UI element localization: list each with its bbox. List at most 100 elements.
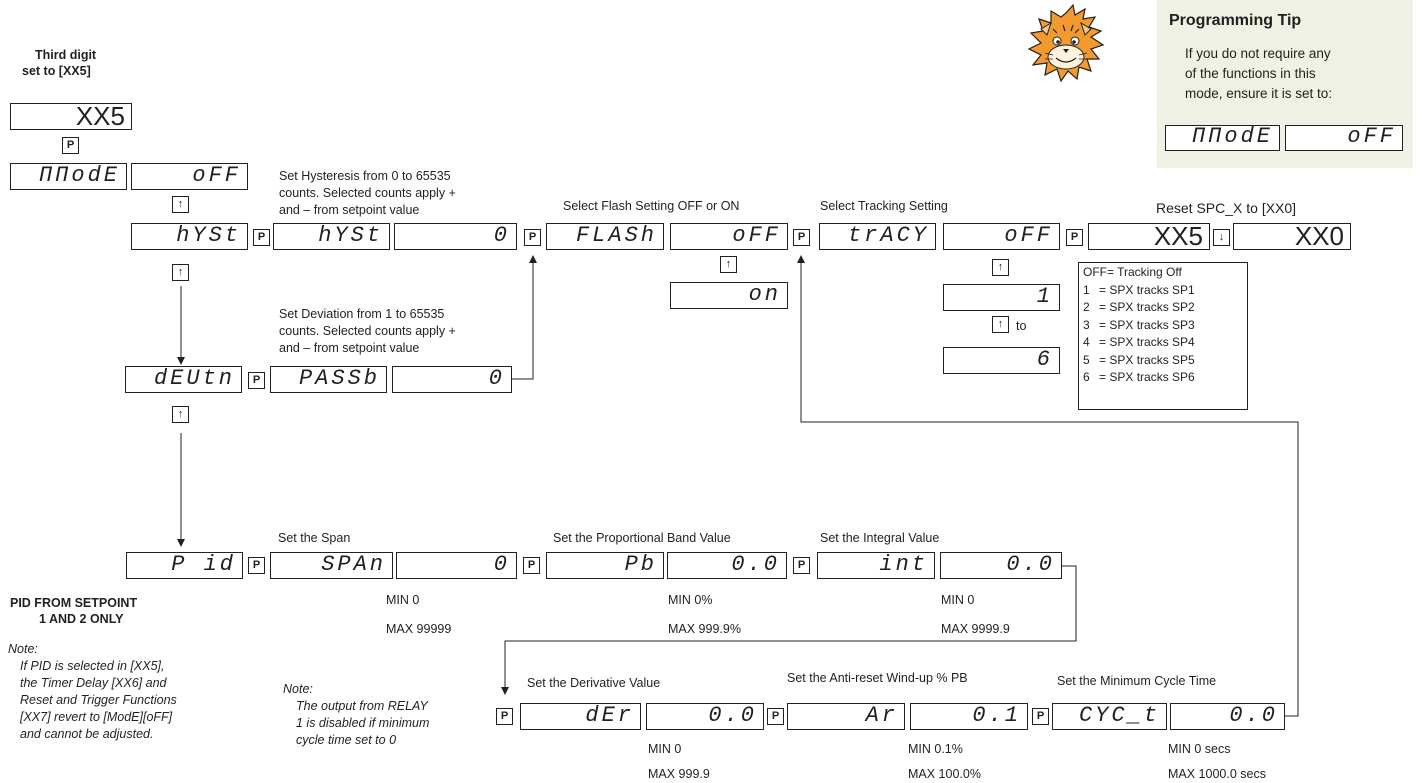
display-mode: ΠΠodE — [10, 163, 127, 190]
up-key[interactable]: ↑ — [992, 259, 1009, 276]
display-flash-on: on — [670, 282, 788, 309]
display-mode-off: oFF — [131, 163, 248, 190]
reset-label: Reset SPC_X to [XX0] — [1156, 199, 1296, 218]
int-max: MAX 9999.9 — [941, 621, 1010, 638]
mid-note-line: cycle time set to 0 — [296, 732, 396, 749]
tip-line: mode, ensure it is set to: — [1185, 84, 1332, 104]
tracking-option-number: 2 — [1083, 299, 1099, 317]
tracking-option-number: 3 — [1083, 317, 1099, 335]
der-max: MAX 999.9 — [648, 766, 710, 783]
display-flash-off: oFF — [670, 223, 788, 250]
display-devtn: dEUtn — [125, 366, 242, 393]
display-ar-value: 0.1 — [910, 703, 1028, 730]
up-key[interactable]: ↑ — [172, 406, 189, 423]
deviation-label-3: and – from setpoint value — [279, 340, 419, 357]
program-key[interactable]: P — [793, 557, 810, 574]
display-span: SPAn — [270, 552, 393, 579]
tip-line: of the functions in this — [1185, 64, 1332, 84]
display-ar: Ar — [787, 703, 905, 730]
tracking-option-text: = SPX tracks SP1 — [1099, 282, 1195, 300]
span-min: MIN 0 — [386, 592, 419, 609]
tracking-option-text: = SPX tracks SP6 — [1099, 369, 1195, 387]
programming-tip-box: Programming Tip If you do not require an… — [1157, 0, 1413, 168]
tracking-option-number: 1 — [1083, 282, 1099, 300]
deviation-label-2: counts. Selected counts apply + — [279, 323, 456, 340]
program-key[interactable]: P — [496, 708, 513, 725]
tracking-option-text: = SPX tracks SP5 — [1099, 352, 1195, 370]
tracking-option-text: = SPX tracks SP2 — [1099, 299, 1195, 317]
cycle-label: Set the Minimum Cycle Time — [1057, 673, 1216, 690]
mid-note-line: The output from RELAY — [296, 698, 428, 715]
display-span-value: 0 — [396, 552, 517, 579]
ar-max: MAX 100.0% — [908, 766, 981, 783]
program-key[interactable]: P — [62, 137, 79, 154]
display-pb-value: 0.0 — [667, 552, 787, 579]
tracking-options-list: OFF= Tracking Off 1= SPX tracks SP1 2= S… — [1078, 262, 1248, 410]
display-reset-xx5: XX5 — [1088, 223, 1210, 250]
left-note-line: If PID is selected in [XX5], — [20, 658, 165, 675]
display-der-value: 0.0 — [646, 703, 764, 730]
pb-min: MIN 0% — [668, 592, 712, 609]
tip-heading: Programming Tip — [1169, 12, 1301, 30]
int-min: MIN 0 — [941, 592, 974, 609]
display-cycle-value: 0.0 — [1170, 703, 1285, 730]
display-int: int — [817, 552, 935, 579]
up-key[interactable]: ↑ — [172, 264, 189, 281]
pid-from-line-1: PID FROM SETPOINT — [10, 595, 137, 612]
hysteresis-label-3: and – from setpoint value — [279, 202, 419, 219]
mid-note-heading: Note: — [283, 681, 313, 698]
program-key[interactable]: P — [1066, 229, 1083, 246]
down-key[interactable]: ↓ — [1213, 229, 1230, 246]
program-key[interactable]: P — [1032, 708, 1049, 725]
up-key[interactable]: ↑ — [720, 256, 737, 273]
up-key[interactable]: ↑ — [992, 316, 1009, 333]
tracking-option-text: = SPX tracks SP3 — [1099, 317, 1195, 335]
display-hyst: hYSt — [131, 223, 248, 250]
tracking-option: OFF= Tracking Off — [1083, 264, 1243, 282]
hysteresis-label-2: counts. Selected counts apply + — [279, 185, 456, 202]
hysteresis-label-1: Set Hysteresis from 0 to 65535 — [279, 168, 451, 185]
tracking-option: 6= SPX tracks SP6 — [1083, 369, 1243, 387]
program-key[interactable]: P — [523, 557, 540, 574]
title-line-1: Third digit — [35, 47, 96, 64]
display-flash: FLASh — [546, 223, 664, 250]
tracking-option-number: 5 — [1083, 352, 1099, 370]
der-label: Set the Derivative Value — [527, 675, 660, 692]
display-track-6: 6 — [943, 347, 1060, 374]
tracking-option: 5= SPX tracks SP5 — [1083, 352, 1243, 370]
program-key[interactable]: P — [248, 372, 265, 389]
display-int-value: 0.0 — [940, 552, 1062, 579]
display-cycle: CYC_t — [1052, 703, 1167, 730]
display-passb: PASSb — [270, 366, 387, 393]
display-hyst-value: 0 — [394, 223, 517, 250]
left-note-line: [XX7] revert to [ModE][oFF] — [20, 709, 172, 726]
program-key[interactable]: P — [793, 229, 810, 246]
program-key[interactable]: P — [524, 229, 541, 246]
display-track-1: 1 — [943, 284, 1060, 311]
tracking-option: 1= SPX tracks SP1 — [1083, 282, 1243, 300]
tracking-option: 2= SPX tracks SP2 — [1083, 299, 1243, 317]
ar-min: MIN 0.1% — [908, 741, 963, 758]
display-pb: Pb — [546, 552, 664, 579]
tracking-option-number: 4 — [1083, 334, 1099, 352]
span-label: Set the Span — [278, 530, 350, 547]
tiger-mascot-icon — [1023, 3, 1109, 89]
ar-label: Set the Anti-reset Wind-up % PB — [787, 670, 968, 687]
tracking-option-text: OFF= Tracking Off — [1083, 264, 1182, 282]
tracking-option: 3= SPX tracks SP3 — [1083, 317, 1243, 335]
display-reset-xx0: XX0 — [1233, 223, 1351, 250]
tip-display-mode: ΠΠodE — [1165, 125, 1280, 151]
tip-display-off: oFF — [1285, 125, 1403, 151]
display-track: trACY — [819, 223, 936, 250]
program-key[interactable]: P — [253, 229, 270, 246]
up-key[interactable]: ↑ — [172, 196, 189, 213]
program-key[interactable]: P — [248, 557, 265, 574]
tracking-option: 4= SPX tracks SP4 — [1083, 334, 1243, 352]
left-note-line: the Timer Delay [XX6] and — [20, 675, 166, 692]
tracking-option-text: = SPX tracks SP4 — [1099, 334, 1195, 352]
program-key[interactable]: P — [767, 708, 784, 725]
display-hyst-param: hYSt — [273, 223, 390, 250]
left-note-line: and cannot be adjusted. — [20, 726, 153, 743]
pb-max: MAX 999.9% — [668, 621, 741, 638]
display-der: dEr — [520, 703, 641, 730]
